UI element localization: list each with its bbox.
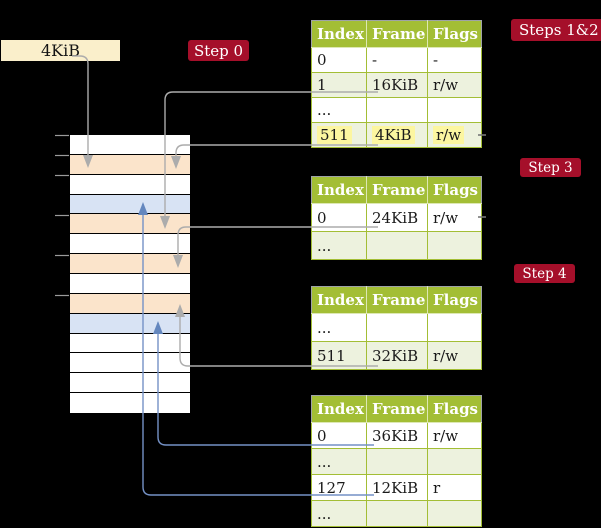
table-row: 511 32KiB r/w: [311, 341, 482, 370]
cell-index: ...: [311, 231, 367, 260]
table-row-ellipsis: ...: [311, 313, 482, 342]
cell-index: 511: [311, 122, 367, 148]
cell-flags: -: [427, 47, 482, 73]
cell-frame: 12KiB: [366, 474, 428, 501]
table-header-row: Index Frame Flags: [311, 176, 482, 204]
cell-index: ...: [311, 448, 367, 475]
frame-size-label-box: 4KiB: [1, 40, 120, 61]
badge-step-3: Step 3: [520, 158, 581, 177]
cell-index: 127: [311, 474, 367, 501]
table-row-ellipsis: ...: [311, 231, 482, 260]
memory-frame-row-highlight-orange: [70, 254, 190, 274]
memory-tick-marks: [55, 134, 69, 297]
memory-frame-row-highlight-orange: [70, 293, 190, 314]
cell-frame: 16KiB: [366, 72, 428, 98]
highlight: 4KiB: [372, 126, 415, 144]
badge-steps-1-2: Steps 1&2: [511, 19, 601, 41]
memory-frame-row: [70, 393, 190, 413]
badge-step-4: Step 4: [514, 264, 575, 283]
page-table-steps-1-2: Index Frame Flags 0 - - 1 16KiB r/w ...: [311, 20, 482, 148]
col-header-flags: Flags: [427, 286, 482, 314]
cell-frame: 24KiB: [366, 203, 428, 232]
memory-frame-row: [70, 353, 190, 374]
memory-frame-row-highlight-orange: [70, 154, 190, 175]
table-header-row: Index Frame Flags: [311, 286, 482, 314]
cell-flags: r/w: [427, 422, 482, 449]
cell-flags: r/w: [427, 203, 482, 232]
table-row-ellipsis: ...: [311, 500, 482, 527]
cell-frame: [366, 500, 428, 527]
col-header-index: Index: [311, 20, 367, 48]
cell-flags: r/w: [427, 122, 482, 148]
cell-index: ...: [311, 313, 367, 342]
cell-index: 0: [311, 203, 367, 232]
table-row-ellipsis: ...: [311, 97, 482, 123]
memory-frame-row-highlight-blue: [70, 313, 190, 334]
cell-frame: [366, 313, 428, 342]
memory-frame-row-highlight-orange: [70, 214, 190, 235]
cell-flags: r: [427, 474, 482, 501]
cell-flags: [427, 448, 482, 475]
col-header-index: Index: [311, 176, 367, 204]
cell-index: 1: [311, 72, 367, 98]
memory-frame-row: [70, 373, 190, 394]
memory-frame-row: [70, 274, 190, 294]
page-table-level-1: Index Frame Flags 0 36KiB r/w ... 127 12…: [311, 395, 482, 527]
cell-flags: [427, 500, 482, 527]
col-header-index: Index: [311, 395, 367, 423]
cell-frame: 4KiB: [366, 122, 428, 148]
cell-frame: -: [366, 47, 428, 73]
table-row: 0 - -: [311, 47, 482, 73]
cell-flags: r/w: [427, 341, 482, 370]
col-header-flags: Flags: [427, 176, 482, 204]
cell-index: ...: [311, 97, 367, 123]
table-row-ellipsis: ...: [311, 448, 482, 475]
cell-index: ...: [311, 500, 367, 527]
table-row: 0 36KiB r/w: [311, 422, 482, 449]
cell-index: 511: [311, 341, 367, 370]
memory-frame-row: [70, 174, 190, 195]
memory-frame-row: [70, 135, 190, 155]
cell-flags: r/w: [427, 72, 482, 98]
col-header-frame: Frame: [366, 395, 428, 423]
cell-frame: [366, 448, 428, 475]
cell-frame: 32KiB: [366, 341, 428, 370]
highlight: 511: [317, 126, 352, 144]
cell-flags: [427, 97, 482, 123]
cell-frame: [366, 231, 428, 260]
col-header-frame: Frame: [366, 20, 428, 48]
col-header-flags: Flags: [427, 395, 482, 423]
table-row: 127 12KiB r: [311, 474, 482, 501]
table-header-row: Index Frame Flags: [311, 395, 482, 423]
col-header-flags: Flags: [427, 20, 482, 48]
badge-step-0: Step 0: [188, 40, 249, 61]
col-header-index: Index: [311, 286, 367, 314]
table-row: 1 16KiB r/w: [311, 72, 482, 98]
col-header-frame: Frame: [366, 176, 428, 204]
memory-frame-row: [70, 333, 190, 354]
col-header-frame: Frame: [366, 286, 428, 314]
highlight: r/w: [433, 126, 465, 144]
table-row: 0 24KiB r/w: [311, 203, 482, 232]
cell-flags: [427, 231, 482, 260]
cell-frame: 36KiB: [366, 422, 428, 449]
cell-flags: [427, 313, 482, 342]
page-table-step-4: Index Frame Flags ... 511 32KiB r/w: [311, 286, 482, 370]
table-header-row: Index Frame Flags: [311, 20, 482, 48]
cell-index: 0: [311, 47, 367, 73]
cell-index: 0: [311, 422, 367, 449]
physical-memory-strip: [70, 135, 190, 413]
memory-frame-row-highlight-blue: [70, 194, 190, 215]
cell-frame: [366, 97, 428, 123]
memory-frame-row: [70, 234, 190, 255]
page-table-step-3: Index Frame Flags 0 24KiB r/w ...: [311, 176, 482, 260]
table-row-highlighted: 511 4KiB r/w: [311, 122, 482, 148]
